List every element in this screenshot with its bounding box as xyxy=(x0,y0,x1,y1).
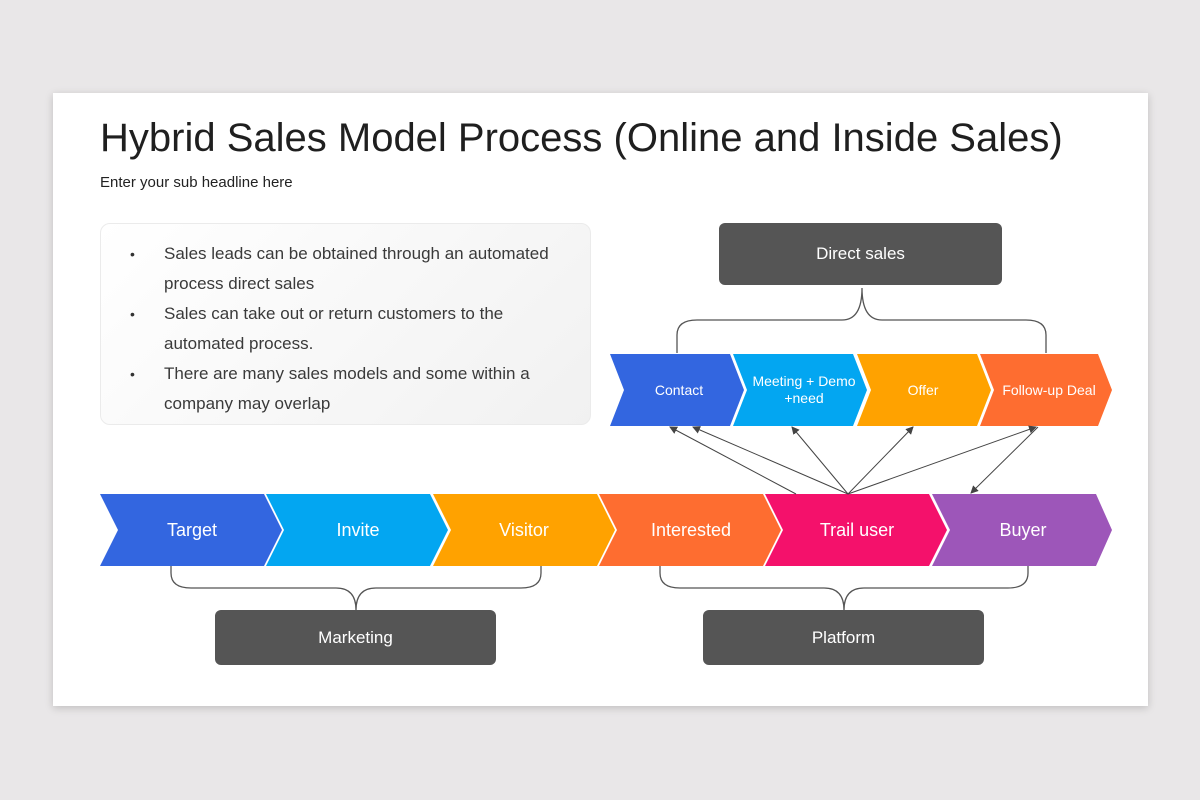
arrow-to-follow-up xyxy=(847,425,1037,495)
arrow-to-offer xyxy=(847,426,914,495)
platform-box: Platform xyxy=(703,610,984,665)
arrow-to-contact xyxy=(669,426,797,495)
chevron-invite xyxy=(266,494,448,566)
chevron-contact-label: Contact xyxy=(654,381,704,398)
chevron-trail-user-label: Trail user xyxy=(819,519,895,540)
chevron-meeting-demo-label: Meeting + Demo +need xyxy=(752,373,856,406)
chevron-target-label: Target xyxy=(166,519,218,540)
chevron-offer xyxy=(857,354,991,426)
arrow-to-buyer xyxy=(970,426,1039,494)
slide-title: Hybrid Sales Model Process (Online and I… xyxy=(100,116,1063,160)
arrow-to-meeting xyxy=(692,426,849,495)
direct-sales-brace xyxy=(676,287,1047,353)
chevron-offer-label: Offer xyxy=(907,381,939,398)
chevron-invite-label: Invite xyxy=(336,519,380,540)
chevron-buyer xyxy=(932,494,1112,566)
platform-brace xyxy=(659,566,1029,611)
arrow-to-demo xyxy=(791,426,849,495)
chevron-follow-up-deal xyxy=(980,354,1112,426)
chevron-follow-up-deal-label: Follow-up Deal xyxy=(1002,381,1096,398)
chevron-target xyxy=(100,494,282,566)
slide-subtitle: Enter your sub headline here xyxy=(100,174,293,191)
direct-sales-box: Direct sales xyxy=(719,223,1002,285)
chevron-visitor-label: Visitor xyxy=(499,519,549,540)
bullet-item: There are many sales models and some wit… xyxy=(130,359,570,419)
bullet-item: Sales leads can be obtained through an a… xyxy=(130,239,570,299)
chevron-meeting-demo xyxy=(733,354,867,426)
chevron-visitor xyxy=(433,494,615,566)
chevron-interested xyxy=(599,494,781,566)
bullet-panel: Sales leads can be obtained through an a… xyxy=(100,223,591,425)
marketing-brace xyxy=(170,566,542,611)
chevron-trail-user xyxy=(765,494,947,566)
bullet-item: Sales can take out or return customers t… xyxy=(130,299,570,359)
marketing-box: Marketing xyxy=(215,610,496,665)
chevron-contact xyxy=(610,354,744,426)
chevron-buyer-label: Buyer xyxy=(999,519,1047,540)
chevron-interested-label: Interested xyxy=(650,519,732,540)
bullet-list: Sales leads can be obtained through an a… xyxy=(101,224,590,419)
